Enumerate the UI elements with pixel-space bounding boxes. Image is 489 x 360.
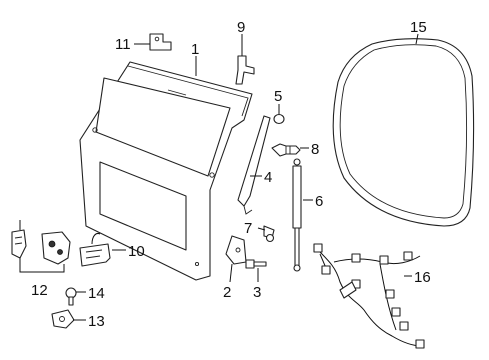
callout-13: 13	[88, 313, 105, 330]
callout-14: 14	[88, 285, 105, 302]
callout-4: 4	[264, 169, 272, 186]
callout-11: 11	[115, 36, 131, 53]
wiring-harness-part	[313, 243, 425, 349]
clip-part	[51, 309, 75, 329]
grommet-part	[273, 113, 285, 125]
callout-3: 3	[253, 284, 261, 301]
bracket-part	[235, 55, 255, 85]
callout-9: 9	[237, 19, 245, 36]
gas-strut-part	[292, 158, 302, 272]
callout-5: 5	[274, 88, 282, 105]
callout-7: 7	[244, 220, 252, 237]
callout-6: 6	[315, 193, 323, 210]
bolt-part	[245, 259, 267, 269]
trim-molding-part	[237, 115, 271, 215]
bracket-plate-part	[225, 235, 247, 265]
ball-stud-part	[263, 225, 275, 243]
callout-2: 2	[223, 284, 231, 301]
callout-15: 15	[410, 19, 427, 36]
callout-8: 8	[311, 141, 319, 158]
callout-16: 16	[414, 269, 431, 286]
weatherstrip-seal-part	[332, 38, 475, 227]
callout-labels: 1 2 3 4 5 6 7 8 9 10 11 12 13 14 15 16	[31, 19, 431, 330]
callout-10: 10	[128, 243, 145, 260]
leader-lines	[73, 33, 419, 321]
lock-actuator-part	[11, 220, 71, 273]
liftgate-panel	[79, 61, 253, 281]
hinge-part	[149, 33, 172, 51]
latch-part	[79, 233, 111, 267]
callout-12: 12	[31, 282, 48, 299]
support-stud-part	[271, 143, 301, 157]
callout-1: 1	[191, 41, 199, 58]
switch-part	[65, 287, 77, 306]
